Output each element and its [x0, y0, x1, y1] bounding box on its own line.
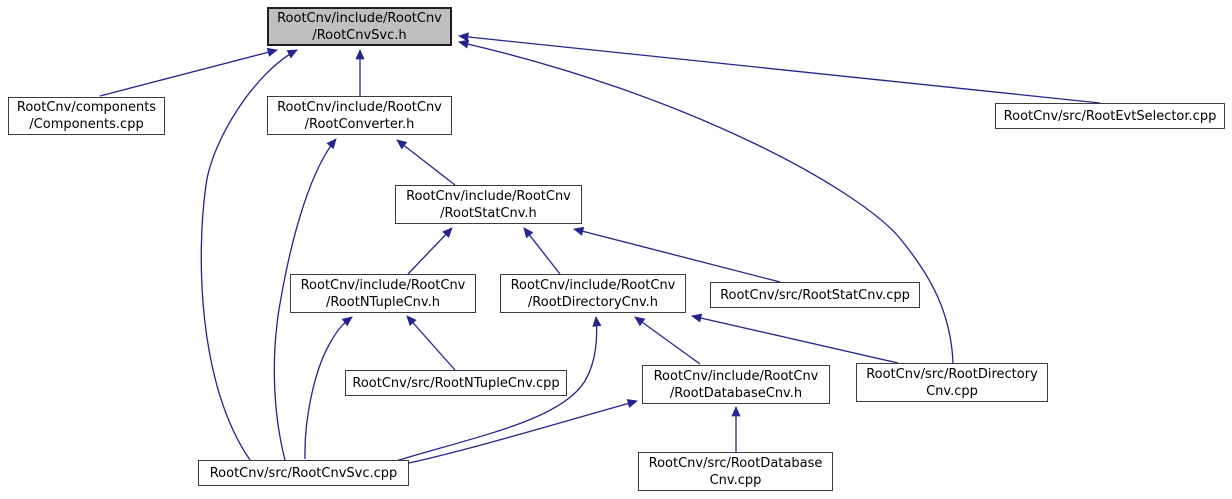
node-rootevtselector-cpp[interactable]: RootCnv/src/RootEvtSelector.cpp — [995, 103, 1225, 129]
node-rootdirectorycnv-cpp[interactable]: RootCnv/src/RootDirectory Cnv.cpp — [856, 363, 1048, 402]
node-rootdatabasecnv-h[interactable]: RootCnv/include/RootCnv /RootDatabaseCnv… — [642, 365, 830, 404]
edge-rootcnvsvc-cpp-to-rootdatabasecnv-h — [408, 399, 639, 464]
edge-rootcnvsvc-cpp-to-rootntuplecnv-h — [304, 316, 353, 460]
node-rootconverter-h[interactable]: RootCnv/include/RootCnv /RootConverter.h — [267, 96, 452, 135]
edge-rootcnvsvc-cpp-to-rootconverter-h — [273, 138, 337, 461]
node-rootdatabasecnv-cpp[interactable]: RootCnv/src/RootDatabase Cnv.cpp — [638, 452, 833, 491]
edge-rootdatabasecnv-h-to-rootdirectorycnv-h — [634, 316, 701, 365]
node-components-cpp[interactable]: RootCnv/components /Components.cpp — [8, 97, 165, 135]
edge-components-cpp-to-rootcnvsvc-h — [99, 47, 279, 97]
edge-rootstatcnv-cpp-to-rootstatcnv-h — [572, 226, 781, 283]
edge-rootcnvsvc-cpp-to-rootdirectorycnv-h — [395, 315, 602, 462]
edge-rootdirectorycnv-cpp-to-rootcnvsvc-h — [457, 39, 954, 364]
edge-rootevtselector-cpp-to-rootcnvsvc-h — [457, 32, 1101, 104]
node-rootstatcnv-h[interactable]: RootCnv/include/RootCnv /RootStatCnv.h — [395, 185, 582, 224]
edge-rootcnvsvc-cpp-to-rootcnvsvc-h — [200, 49, 298, 461]
node-rootcnvsvc-h: RootCnv/include/RootCnv /RootCnvSvc.h — [267, 7, 452, 46]
edge-rootntuplecnv-h-to-rootstatcnv-h — [407, 227, 453, 275]
node-rootcnvsvc-cpp[interactable]: RootCnv/src/RootCnvSvc.cpp — [198, 460, 409, 486]
edge-rootntuplecnv-cpp-to-rootntuplecnv-h — [406, 315, 456, 371]
edge-rootstatcnv-h-to-rootconverter-h — [396, 139, 456, 186]
node-rootntuplecnv-cpp[interactable]: RootCnv/src/RootNTupleCnv.cpp — [345, 370, 567, 396]
node-rootdirectorycnv-h[interactable]: RootCnv/include/RootCnv /RootDirectoryCn… — [500, 274, 686, 313]
node-rootntuplecnv-h[interactable]: RootCnv/include/RootCnv /RootNTupleCnv.h — [290, 274, 476, 313]
edge-rootdirectorycnv-cpp-to-rootdirectorycnv-h — [690, 313, 899, 364]
node-rootstatcnv-cpp[interactable]: RootCnv/src/RootStatCnv.cpp — [710, 282, 920, 308]
edge-rootdirectorycnv-h-to-rootstatcnv-h — [523, 227, 561, 275]
